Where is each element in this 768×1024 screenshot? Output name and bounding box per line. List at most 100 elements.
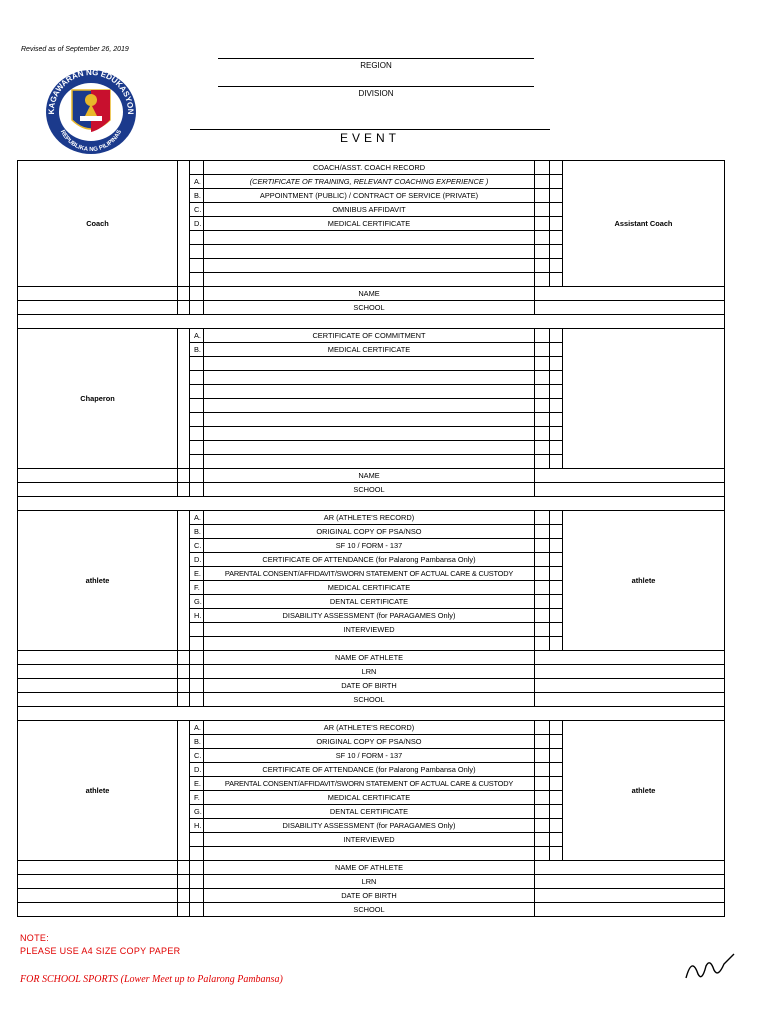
coach-name-field[interactable]: [534, 286, 725, 301]
athlete-item-text: ORIGINAL COPY OF PSA/NSO: [203, 734, 535, 749]
athlete-lrn-field[interactable]: [534, 874, 725, 889]
athlete-item-letter: F.: [189, 580, 204, 595]
athlete-item-letter: H.: [189, 608, 204, 623]
deped-seal-logo: KAGAWARAN NG EDUKASYON REPUBLIKA NG PILI…: [46, 68, 136, 154]
chaperon-photo-box: Chaperon: [17, 328, 178, 469]
athlete-photo-box: athlete: [17, 510, 178, 651]
athlete-school-label: SCHOOL: [203, 692, 535, 707]
revision-date: Revised as of September 26, 2019: [21, 46, 129, 53]
coach-school-field[interactable]: [534, 300, 725, 315]
checkbox-cell[interactable]: [534, 216, 550, 231]
athlete-item-letter: C.: [189, 748, 204, 763]
chaperon-item-letter: B.: [189, 342, 204, 357]
signature-mark: [685, 953, 735, 979]
interviewed-label: INTERVIEWED: [203, 622, 535, 637]
assistant-coach-photo-box: Assistant Coach: [562, 160, 725, 287]
checkbox-cell[interactable]: [534, 804, 550, 819]
athlete-item-text: DENTAL CERTIFICATE: [203, 804, 535, 819]
athlete-dob-field[interactable]: [534, 888, 725, 903]
event-line: [190, 129, 550, 130]
athlete-item-letter: G.: [189, 804, 204, 819]
athlete-item-text: CERTIFICATE OF ATTENDANCE (for Palarong …: [203, 762, 535, 777]
note-label: NOTE:: [20, 933, 50, 943]
checkbox-cell[interactable]: [534, 776, 550, 791]
coach-item-text: OMNIBUS AFFIDAVIT: [203, 202, 535, 217]
checkbox-cell[interactable]: [534, 594, 550, 609]
athlete-item-letter: D.: [189, 552, 204, 567]
checkbox-cell[interactable]: [534, 552, 550, 567]
athlete-item-text: AR (ATHLETE'S RECORD): [203, 510, 535, 525]
athlete-item-letter: A.: [189, 510, 204, 525]
athlete-item-letter: A.: [189, 720, 204, 735]
coach-photo-box: Coach: [17, 160, 178, 287]
athlete-name-label: NAME OF ATHLETE: [203, 650, 535, 665]
chaperon-name-field[interactable]: [534, 468, 725, 483]
coach-name-label: NAME: [203, 286, 535, 301]
checkbox-cell[interactable]: [534, 202, 550, 217]
athlete-name-field[interactable]: [534, 650, 725, 665]
athlete-school-field[interactable]: [534, 902, 725, 917]
athlete-lrn-field[interactable]: [534, 664, 725, 679]
checkbox-cell[interactable]: [534, 188, 550, 203]
coach-item-letter: A.: [189, 174, 204, 189]
athlete-item-text: DISABILITY ASSESSMENT (for PARAGAMES Onl…: [203, 818, 535, 833]
athlete-lrn-label: LRN: [203, 664, 535, 679]
interviewed-label: INTERVIEWED: [203, 832, 535, 847]
checkbox-cell[interactable]: [534, 734, 550, 749]
division-line: [218, 86, 534, 87]
athlete-item-letter: B.: [189, 524, 204, 539]
athlete-item-text: AR (ATHLETE'S RECORD): [203, 720, 535, 735]
chaperon-item-text: MEDICAL CERTIFICATE: [203, 342, 535, 357]
athlete-dob-label: DATE OF BIRTH: [203, 678, 535, 693]
checkbox-cell[interactable]: [534, 720, 550, 735]
checkbox-cell[interactable]: [534, 510, 550, 525]
checkbox-cell[interactable]: [534, 328, 550, 343]
chaperon-school-field[interactable]: [534, 482, 725, 497]
region-line: [218, 58, 534, 59]
checkbox-cell[interactable]: [534, 818, 550, 833]
athlete-item-text: DENTAL CERTIFICATE: [203, 594, 535, 609]
athlete-item-text: SF 10 / FORM - 137: [203, 538, 535, 553]
athlete-item-text: PARENTAL CONSENT/AFFIDAVIT/SWORN STATEME…: [203, 566, 535, 581]
note-block: NOTE: PLEASE USE A4 SIZE COPY PAPER: [20, 932, 180, 958]
athlete-dob-field[interactable]: [534, 678, 725, 693]
coach-record-title: COACH/ASST. COACH RECORD: [203, 160, 535, 175]
checkbox-cell[interactable]: [534, 174, 550, 189]
athlete-photo-box: athlete: [17, 720, 178, 861]
athlete-item-text: MEDICAL CERTIFICATE: [203, 580, 535, 595]
checkbox-cell[interactable]: [534, 342, 550, 357]
athlete-item-letter: D.: [189, 762, 204, 777]
athlete-item-letter: E.: [189, 566, 204, 581]
athlete-photo-box: athlete: [562, 510, 725, 651]
athlete-photo-box: athlete: [562, 720, 725, 861]
athlete-item-text: DISABILITY ASSESSMENT (for PARAGAMES Onl…: [203, 608, 535, 623]
checkbox-cell[interactable]: [534, 566, 550, 581]
chaperon-item-text: CERTIFICATE OF COMMITMENT: [203, 328, 535, 343]
note-text: PLEASE USE A4 SIZE COPY PAPER: [20, 946, 181, 956]
checkbox-cell[interactable]: [534, 580, 550, 595]
coach-item-letter: D.: [189, 216, 204, 231]
athlete-item-letter: G.: [189, 594, 204, 609]
checkbox-cell[interactable]: [534, 762, 550, 777]
coach-item-letter: C.: [189, 202, 204, 217]
athlete-item-letter: B.: [189, 734, 204, 749]
athlete-item-letter: H.: [189, 818, 204, 833]
athlete-name-label: NAME OF ATHLETE: [203, 860, 535, 875]
division-label: DIVISION: [358, 89, 394, 98]
checkbox-cell[interactable]: [534, 608, 550, 623]
coach-school-label: SCHOOL: [203, 300, 535, 315]
region-label: REGION: [360, 61, 392, 70]
coach-item-text: MEDICAL CERTIFICATE: [203, 216, 535, 231]
athlete-name-field[interactable]: [534, 860, 725, 875]
athlete-item-letter: E.: [189, 776, 204, 791]
checkbox-cell[interactable]: [534, 524, 550, 539]
checkbox-cell[interactable]: [534, 832, 550, 847]
athlete-school-field[interactable]: [534, 692, 725, 707]
footer-text: FOR SCHOOL SPORTS (Lower Meet up to Pala…: [20, 974, 283, 985]
section-spacer: [17, 496, 725, 511]
checkbox-cell[interactable]: [534, 790, 550, 805]
checkbox-cell[interactable]: [534, 622, 550, 637]
chaperon-name-label: NAME: [203, 468, 535, 483]
checkbox-cell[interactable]: [534, 538, 550, 553]
checkbox-cell[interactable]: [534, 748, 550, 763]
